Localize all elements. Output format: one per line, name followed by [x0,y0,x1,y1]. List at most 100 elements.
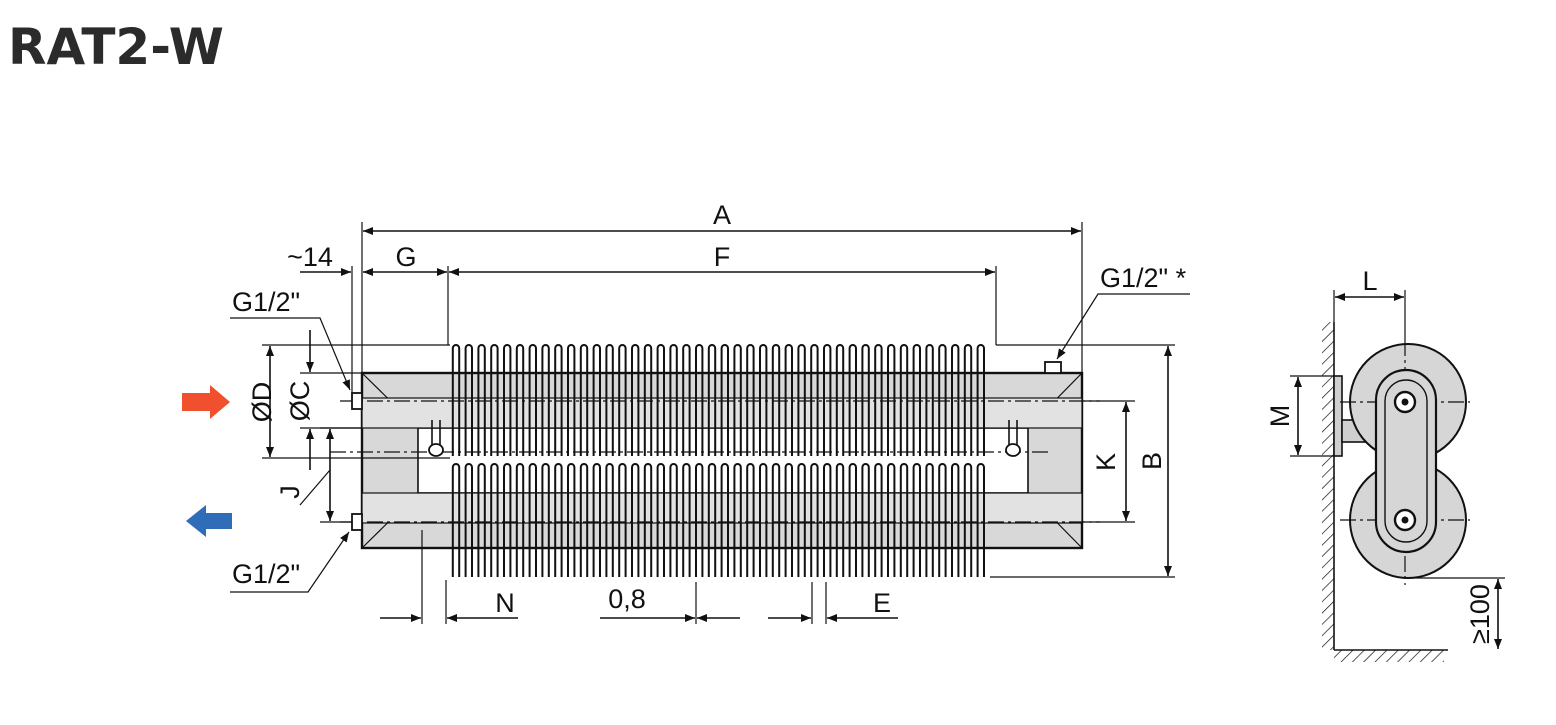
fin [695,344,704,456]
inlet-flow-arrow [182,385,230,419]
fin [720,344,729,456]
label-approx14: ~14 [287,242,333,272]
fin [925,463,934,577]
dimension-K: K [1082,400,1135,523]
dimension-min100: ≥100 [1408,577,1505,649]
fin [823,463,832,577]
label-C: ØC [285,381,315,422]
inlet-connector [351,392,363,410]
fin [669,344,678,456]
fin [605,463,614,577]
fin [797,463,806,577]
fin [810,463,819,577]
fin [682,344,691,456]
fin [643,344,653,456]
dimension-L: L [1333,266,1406,340]
page-title: RAT2-W [8,18,224,76]
label-N: N [495,588,515,618]
fin [925,344,934,456]
fin [912,463,921,577]
bracket-plate [1374,368,1438,554]
leader-g12-bottom-left: G1/2" [230,531,350,593]
label-M: M [1265,405,1295,428]
dimension-D: ØD [247,344,450,459]
outlet-connector [351,513,363,531]
fin [887,344,896,456]
dimension-B: B [990,344,1175,578]
fin [899,463,909,577]
fin [515,344,525,456]
fin [771,344,781,456]
wall-hatch [1322,322,1334,650]
fin [669,463,678,577]
label-B: B [1137,452,1167,470]
fin [592,463,601,577]
fin [951,463,960,577]
leader-g12-top-left: G1/2" [230,287,351,391]
fin [695,463,704,577]
label-D: ØD [247,382,277,423]
fin [490,344,499,456]
fin [451,344,461,456]
fin [746,344,755,456]
fin [528,463,537,577]
fin-bank [451,344,985,577]
fin [823,344,832,456]
label-g12-top-left: G1/2" [232,287,300,317]
fin [746,463,755,577]
dimension-approx14: ~14 [287,242,353,393]
leader-g12-top-right: G1/2" * [1056,263,1190,360]
fin [464,344,473,456]
fin [707,344,717,456]
label-A: A [713,200,731,230]
fin [861,463,870,577]
fin [567,463,576,577]
dimension-G: G [363,242,447,276]
side-view: L M ≥100 [1265,266,1505,662]
fin [887,463,896,577]
air-vent [1044,361,1062,374]
fin [515,463,525,577]
fin [810,344,819,456]
fin [541,463,550,577]
fin [567,344,576,456]
front-view: A F G ~14 G1/2" G1/2" [182,200,1190,624]
fin [835,344,845,456]
label-min100: ≥100 [1465,584,1495,644]
dimension-M: M [1265,375,1334,457]
fin [631,463,640,577]
fin [733,463,742,577]
bracket-plate-inner [1384,379,1428,543]
fin [656,344,665,456]
bracket-left [428,420,444,457]
floor-hatch [1334,650,1444,662]
label-K: K [1091,453,1121,471]
fin [759,463,768,577]
fin [503,344,512,456]
fin [451,463,461,577]
fin [874,463,883,577]
fin [797,344,806,456]
fin [771,463,781,577]
fin [874,344,883,456]
dimension-C: ØC [285,330,362,470]
fin [861,344,870,456]
fin [631,344,640,456]
fin [963,344,973,456]
fin [707,463,717,577]
fin [579,463,589,577]
fin [503,463,512,577]
bracket-right [1005,420,1021,457]
fin [579,344,589,456]
fin [938,463,947,577]
label-L: L [1362,266,1377,296]
fin [963,463,973,577]
fin [618,344,627,456]
fin [682,463,691,577]
fin [976,463,985,577]
fin [656,463,665,577]
dimension-A: A [361,200,1083,373]
fin [938,344,947,456]
dimension-E: E [768,582,898,624]
